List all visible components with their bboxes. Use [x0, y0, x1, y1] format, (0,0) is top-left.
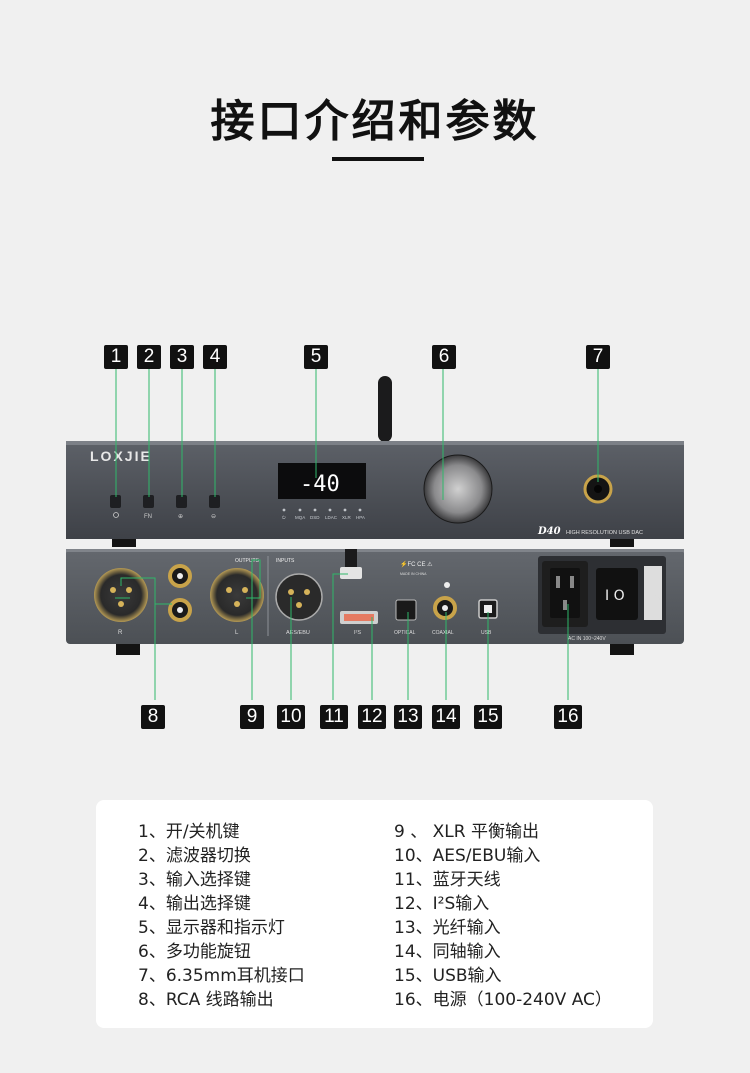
legend-item: 4、输出选择键 [138, 894, 251, 914]
legend-item: 3、输入选择键 [138, 870, 251, 890]
page-title: 接口介绍和参数 [210, 96, 540, 147]
legend-item: 2、滤波器切换 [138, 846, 251, 866]
brand-logo: LOXJIE [90, 448, 152, 464]
optical-input [395, 599, 417, 621]
callout-3: 3 [170, 345, 194, 369]
filter-button [143, 495, 154, 508]
legend-left-column: 1、开/关机键 2、滤波器切换 3、输入选择键 4、输出选择键 5、显示器和指示… [138, 820, 305, 1012]
model-name: D40 [537, 526, 561, 537]
callout-16: 16 [554, 705, 582, 729]
callout-2: 2 [137, 345, 161, 369]
legend-item: 16、电源（100-240V AC） [394, 990, 612, 1010]
svg-text:INPUTS: INPUTS [276, 558, 295, 564]
svg-text:AC IN 100~240V: AC IN 100~240V [568, 636, 606, 642]
callout-1: 1 [104, 345, 128, 369]
svg-text:MQA: MQA [295, 515, 305, 520]
legend-item: 15、USB输入 [394, 966, 502, 986]
title-underline [332, 157, 424, 161]
svg-text:COAXIAL: COAXIAL [432, 630, 454, 636]
legend-item: 11、蓝牙天线 [394, 870, 501, 890]
callout-9: 9 [240, 705, 264, 729]
legend-item: 6、多功能旋钮 [138, 942, 251, 962]
output-select-button [209, 495, 220, 508]
front-panel [66, 441, 684, 539]
power-symbol-icon [113, 512, 119, 518]
svg-text:LDAC: LDAC [325, 515, 338, 520]
svg-text:L: L [235, 630, 239, 636]
legend-item: 10、AES/EBU输入 [394, 846, 541, 866]
power-socket [550, 568, 580, 618]
legend-item: 9 、 XLR 平衡输出 [394, 822, 539, 842]
legend-item: 12、I²S输入 [394, 894, 490, 914]
display-value: -40 [300, 472, 340, 497]
callout-6: 6 [432, 345, 456, 369]
callout-7: 7 [586, 345, 610, 369]
power-switch [596, 568, 638, 620]
fn-label: FN [144, 514, 152, 520]
svg-text:AES/EBU: AES/EBU [286, 630, 310, 636]
svg-text:XLR: XLR [342, 515, 352, 520]
callout-10: 10 [277, 705, 305, 729]
legend-item: 1、开/关机键 [138, 822, 240, 842]
legend-panel: 1、开/关机键 2、滤波器切换 3、输入选择键 4、输出选择键 5、显示器和指示… [96, 800, 653, 1028]
svg-text:USB: USB [481, 630, 492, 636]
svg-text:I²S: I²S [354, 630, 361, 636]
xlr-output-left [210, 568, 264, 622]
device-illustration: LOXJIE FN ⊕ ⊖ -40 ⏻ MQA DSD LDAC XLR HPA… [66, 368, 684, 700]
aes-ebu-input [275, 573, 323, 621]
display [278, 463, 366, 499]
svg-text:OPTICAL: OPTICAL [394, 630, 416, 636]
legend-item: 14、同轴输入 [394, 942, 501, 962]
cert-marks: ⚡FC CE ⚠ [400, 560, 433, 568]
callout-13: 13 [394, 705, 422, 729]
legend-right-column: 9 、 XLR 平衡输出 10、AES/EBU输入 11、蓝牙天线 12、I²S… [394, 820, 612, 1012]
callout-11: 11 [320, 705, 348, 729]
svg-text:⚠: ⚠ [652, 592, 661, 603]
legend-item: 5、显示器和指示灯 [138, 918, 285, 938]
legend-item: 7、6.35mm耳机接口 [138, 966, 305, 986]
indicator-dots [282, 508, 362, 512]
bluetooth-antenna-base [340, 567, 362, 579]
callout-5: 5 [304, 345, 328, 369]
power-button [110, 495, 121, 508]
callout-14: 14 [432, 705, 460, 729]
svg-text:MADE IN CHINA: MADE IN CHINA [400, 572, 427, 576]
input-symbol-icon: ⊕ [178, 513, 183, 520]
xlr-output-right [94, 568, 148, 622]
callout-15: 15 [474, 705, 502, 729]
model-desc: HIGH RESOLUTION USB DAC [566, 530, 643, 536]
callout-8: 8 [141, 705, 165, 729]
legend-item: 13、光纤输入 [394, 918, 501, 938]
svg-text:DSD: DSD [310, 515, 320, 520]
svg-text:OUTPUTS: OUTPUTS [235, 558, 260, 564]
svg-text:I O: I O [605, 588, 625, 604]
svg-text:R: R [118, 630, 123, 636]
output-symbol-icon: ⊖ [211, 513, 216, 520]
callout-4: 4 [203, 345, 227, 369]
input-select-button [176, 495, 187, 508]
callout-12: 12 [358, 705, 386, 729]
multi-function-knob [424, 455, 492, 523]
rear-panel [66, 549, 684, 644]
svg-text:HPA: HPA [356, 515, 365, 520]
legend-item: 8、RCA 线路输出 [138, 990, 274, 1010]
svg-text:⏻: ⏻ [282, 515, 286, 520]
antenna [378, 376, 392, 442]
